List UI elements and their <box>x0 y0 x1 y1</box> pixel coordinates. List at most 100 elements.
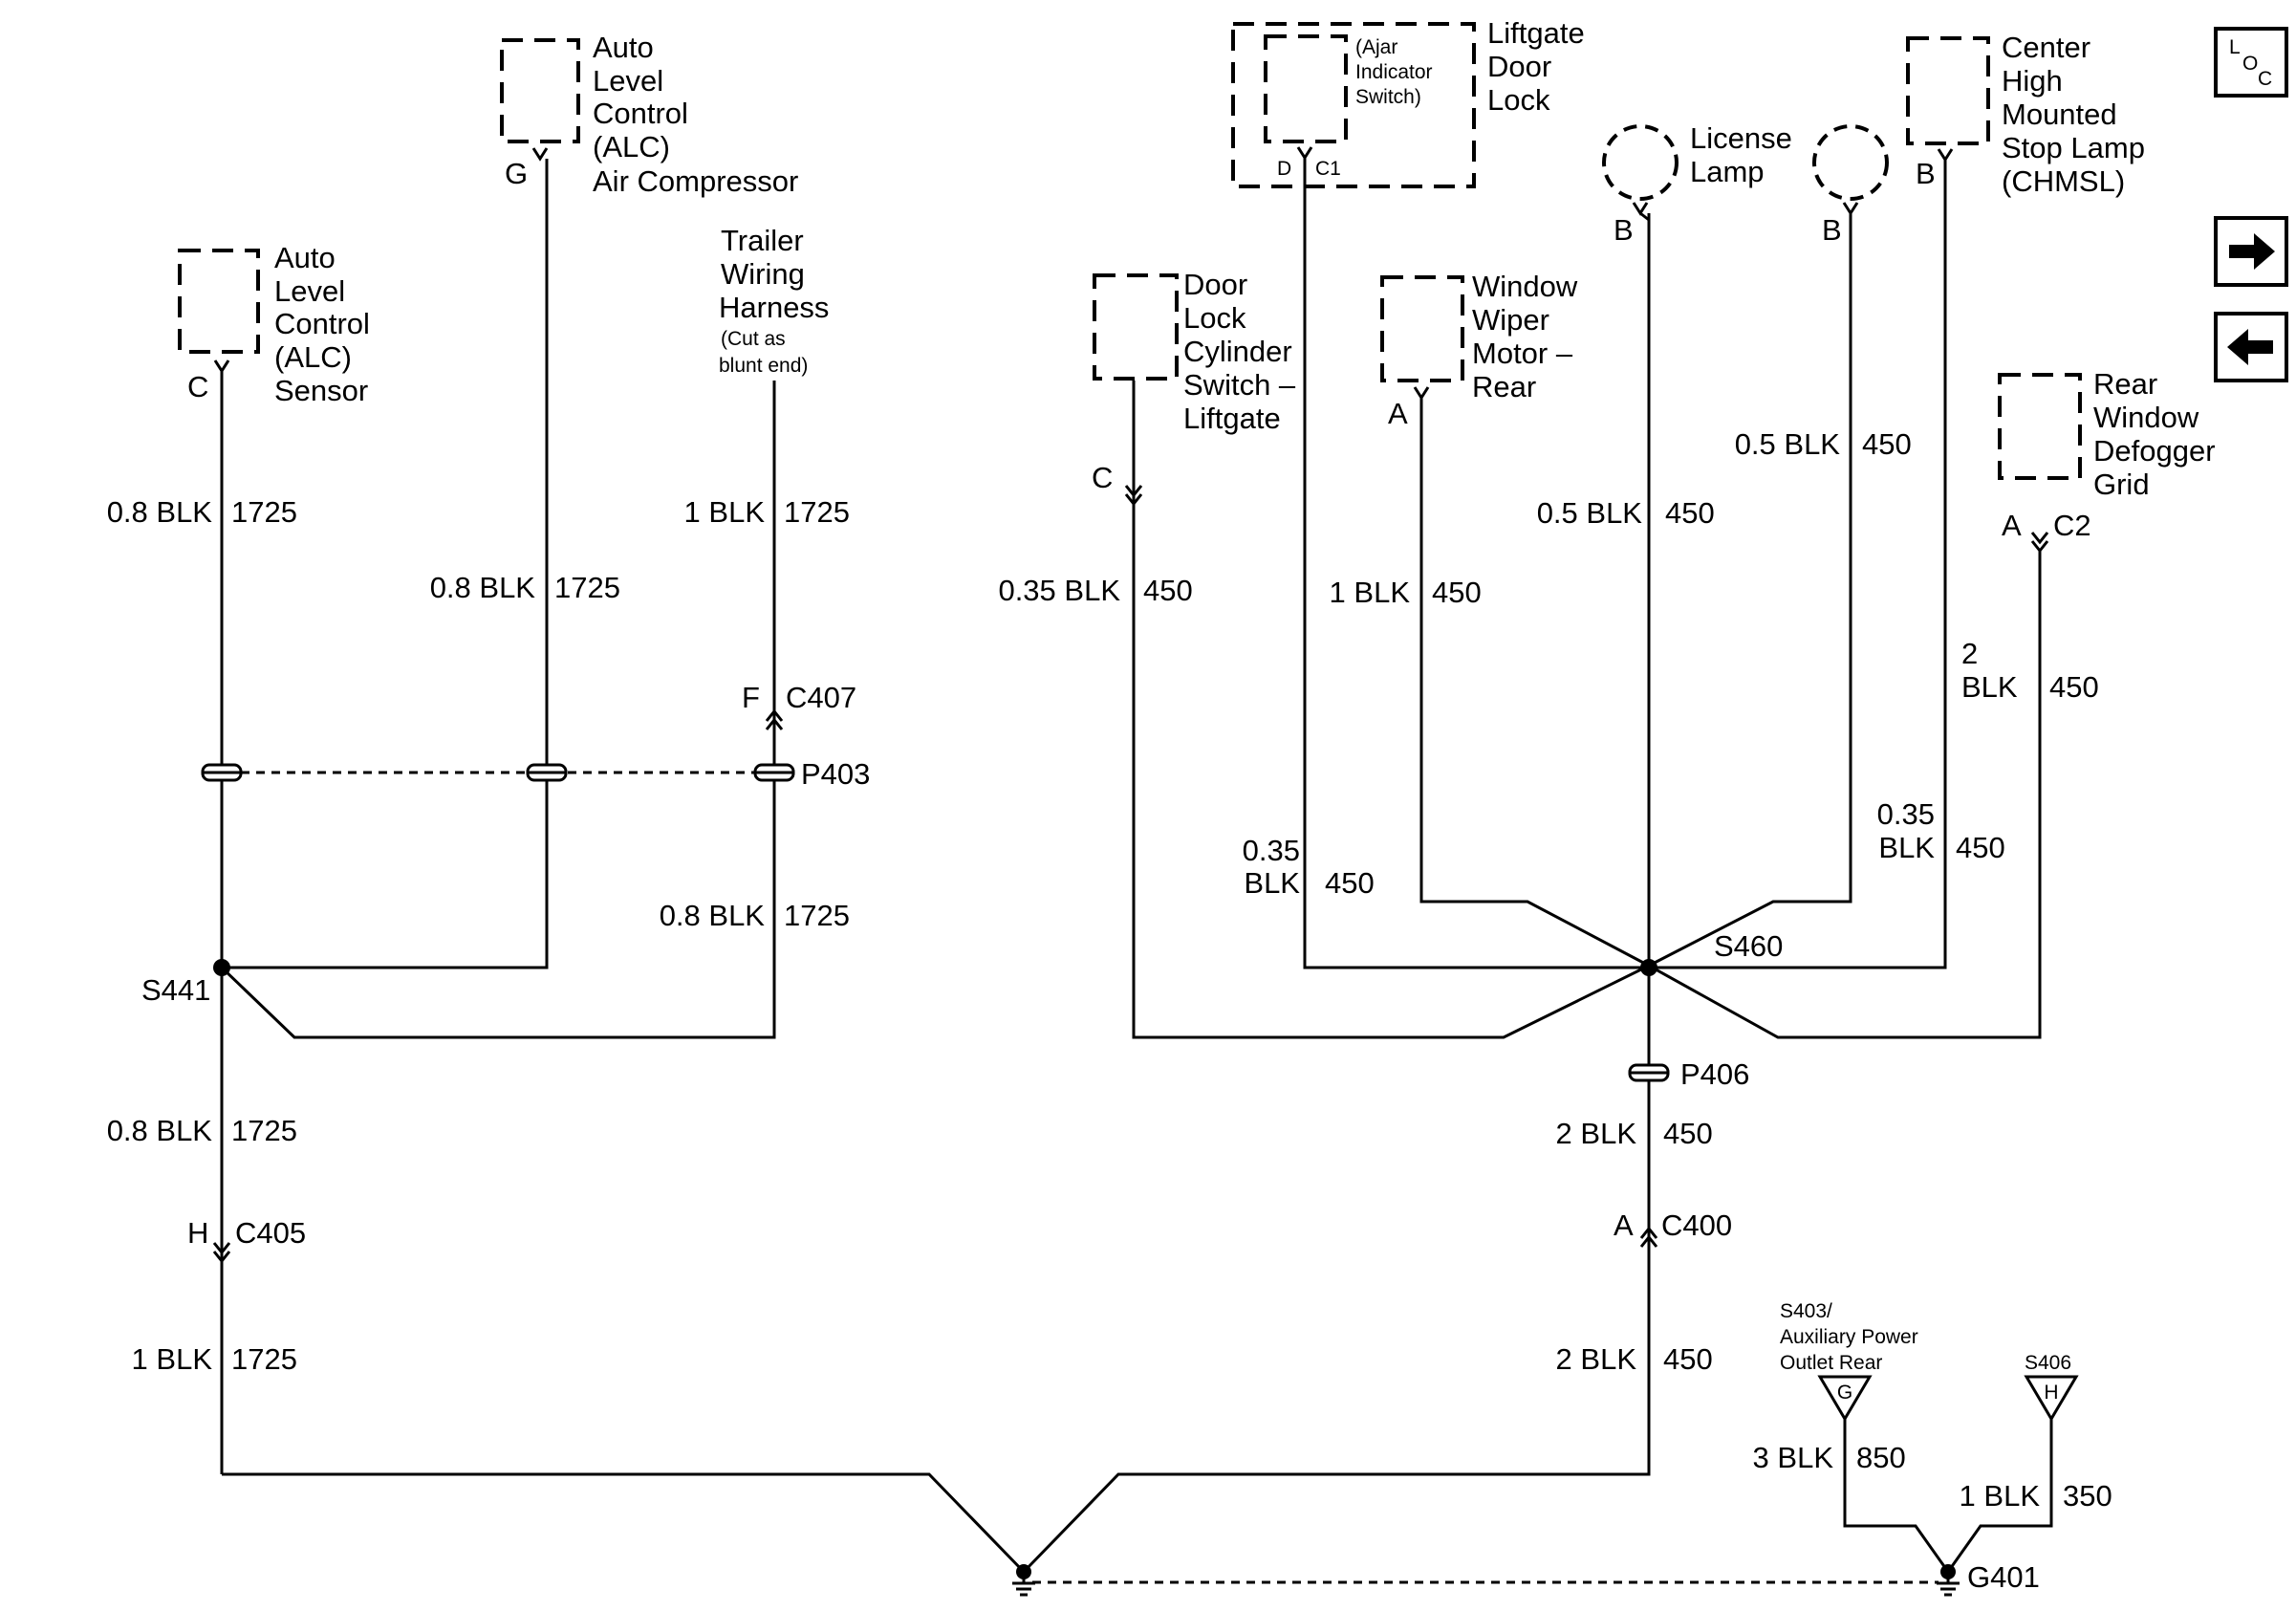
ajar-switch-box <box>1264 34 1348 143</box>
svg-text:1725: 1725 <box>231 1342 297 1376</box>
svg-text:450: 450 <box>1665 496 1715 530</box>
svg-text:License: License <box>1690 121 1792 155</box>
svg-text:Liftgate: Liftgate <box>1183 402 1281 435</box>
svg-text:Sensor: Sensor <box>274 374 368 407</box>
svg-text:450: 450 <box>1663 1117 1713 1150</box>
svg-text:Wiper: Wiper <box>1472 303 1549 337</box>
svg-text:1725: 1725 <box>554 571 620 604</box>
svg-text:0.5 BLK: 0.5 BLK <box>1537 496 1643 530</box>
svg-text:High: High <box>2002 64 2063 98</box>
svg-text:BLK: BLK <box>1961 670 2018 704</box>
svg-text:Control: Control <box>274 307 370 340</box>
svg-text:Auxiliary Power: Auxiliary Power <box>1780 1326 1918 1348</box>
svg-text:O: O <box>2242 53 2258 75</box>
svg-text:Lock: Lock <box>1183 301 1246 335</box>
svg-text:0.8 BLK: 0.8 BLK <box>660 899 766 932</box>
svg-text:0.35: 0.35 <box>1877 797 1935 831</box>
svg-text:Level: Level <box>274 274 345 308</box>
wire-ajar-chmsl <box>1303 158 1947 969</box>
svg-text:Wiring: Wiring <box>721 257 805 291</box>
svg-text:Door: Door <box>1183 268 1247 301</box>
svg-text:450: 450 <box>1956 831 2005 864</box>
svg-text:(Ajar: (Ajar <box>1355 36 1397 58</box>
s441-splice <box>213 959 230 976</box>
defogger-box <box>1998 373 2082 480</box>
svg-text:Defogger: Defogger <box>2093 434 2216 468</box>
svg-text:S403/: S403/ <box>1780 1300 1832 1322</box>
pin-c-label-door: C <box>1092 461 1113 494</box>
svg-text:Lamp: Lamp <box>1690 155 1765 188</box>
svg-text:0.8 BLK: 0.8 BLK <box>430 571 536 604</box>
wire-ground-bus <box>222 1248 1651 1575</box>
ground-icon-right <box>1937 1564 1960 1597</box>
svg-text:350: 350 <box>2063 1479 2112 1513</box>
p406-grommet <box>1628 1063 1670 1082</box>
license-lamp-label: License Lamp <box>1690 121 1792 188</box>
wire-label-license-1: 0.5 BLK 450 <box>1537 496 1715 530</box>
svg-text:1725: 1725 <box>784 495 850 529</box>
pin-a-label-defog: A <box>2002 509 2022 542</box>
wire-label-s441-down: 0.8 BLK 1725 <box>107 1114 297 1147</box>
ajar-switch-pin <box>1296 146 1313 161</box>
svg-text:Harness: Harness <box>719 291 829 324</box>
next-page-button[interactable] <box>2214 216 2288 287</box>
wire-label-p406-down: 2 BLK 450 <box>1556 1117 1713 1150</box>
svg-text:Mounted: Mounted <box>2002 98 2117 131</box>
license-lamp-1 <box>1602 124 1679 201</box>
loc-button[interactable]: L O C <box>2214 27 2288 98</box>
c400-connector <box>1639 1226 1658 1239</box>
svg-text:Window: Window <box>1472 270 1578 303</box>
pin-h-label: H <box>187 1216 208 1250</box>
svg-text:3 BLK: 3 BLK <box>1753 1441 1834 1474</box>
svg-text:0.5 BLK: 0.5 BLK <box>1735 427 1841 461</box>
wire-label-sensor: 0.8 BLK 1725 <box>107 495 297 529</box>
svg-text:(ALC): (ALC) <box>274 340 352 374</box>
svg-text:1725: 1725 <box>231 1114 297 1147</box>
alc-sensor-label: Auto Level Control (ALC) Sensor <box>274 241 370 407</box>
door-lock-switch-label: Door Lock Cylinder Switch – Liftgate <box>1183 268 1296 435</box>
svg-text:Indicator: Indicator <box>1355 61 1433 83</box>
pin-c1-label: C1 <box>1315 158 1341 180</box>
wire-label-c405-down: 1 BLK 1725 <box>132 1342 297 1376</box>
svg-text:0.35: 0.35 <box>1243 834 1300 867</box>
wire-label-door-lock: 0.35 BLK 450 <box>998 574 1192 607</box>
ground-icon-left <box>1012 1564 1035 1597</box>
wire-label-wiper: 1 BLK 450 <box>1330 576 1482 609</box>
pin-b-label-1: B <box>1614 213 1634 247</box>
wire-compressor <box>222 159 549 969</box>
svg-text:2 BLK: 2 BLK <box>1556 1117 1637 1150</box>
wire-label-chmsl: 0.35 BLK 450 <box>1877 797 2005 864</box>
svg-text:450: 450 <box>1432 576 1482 609</box>
svg-text:BLK: BLK <box>1244 866 1300 900</box>
wire-trailer <box>220 381 776 1039</box>
trailer-harness-label: Trailer Wiring Harness (Cut as blunt end… <box>719 224 829 377</box>
p403-grommet-1 <box>201 763 243 782</box>
wire-s403 <box>1843 1419 1950 1573</box>
previous-page-button[interactable] <box>2214 312 2288 382</box>
svg-text:450: 450 <box>1663 1342 1713 1376</box>
wire-s406 <box>1946 1419 2053 1573</box>
svg-text:Auto: Auto <box>274 241 336 274</box>
pin-a-label-c400: A <box>1614 1208 1634 1242</box>
svg-text:Auto: Auto <box>593 31 654 64</box>
wiper-motor-pin <box>1413 386 1430 401</box>
wire-label-compressor: 0.8 BLK 1725 <box>430 571 620 604</box>
c405-label: C405 <box>235 1216 306 1250</box>
svg-text:1 BLK: 1 BLK <box>1960 1479 2041 1513</box>
pin-d-label: D <box>1277 158 1291 180</box>
svg-text:Trailer: Trailer <box>721 224 804 257</box>
wire-label-license-2: 0.5 BLK 450 <box>1735 427 1912 461</box>
license-lamp-1-pin <box>1632 202 1649 216</box>
s406-reference-triangle <box>2024 1375 2079 1422</box>
svg-text:blunt end): blunt end) <box>719 355 808 377</box>
svg-text:Rear: Rear <box>2093 367 2157 401</box>
svg-text:L: L <box>2229 36 2241 58</box>
svg-text:Rear: Rear <box>1472 370 1536 403</box>
chmsl-box <box>1906 36 1990 145</box>
svg-text:1 BLK: 1 BLK <box>132 1342 213 1376</box>
svg-text:1 BLK: 1 BLK <box>684 495 766 529</box>
wire-label-defogger: 2 BLK 450 <box>1961 637 2099 704</box>
alc-compressor-label: Auto Level Control (ALC) Air Compressor <box>593 31 798 198</box>
door-lock-switch-box <box>1093 273 1179 381</box>
